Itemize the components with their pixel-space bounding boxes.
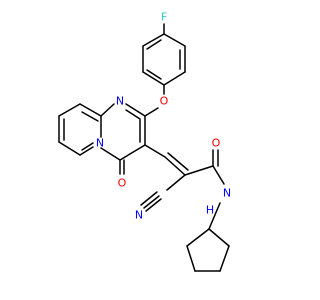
bond <box>186 228 210 247</box>
bond-lines <box>58 23 230 272</box>
bond <box>144 107 159 117</box>
bond <box>79 103 102 117</box>
bond <box>145 198 162 212</box>
bond <box>125 103 146 117</box>
nitrile-nitrogen-label: N <box>135 209 143 222</box>
carbonyl-oxygen-label: O <box>118 177 127 190</box>
atom-labels: F O N N O N O N H <box>96 11 231 222</box>
bond <box>81 111 99 122</box>
bond <box>100 147 121 161</box>
bond <box>164 156 186 176</box>
ring-nitrogen-top-label: N <box>116 95 124 108</box>
bond <box>58 141 81 156</box>
molecule-structure: F O N N O N O N H <box>58 11 231 272</box>
amide-nitrogen-label: N <box>223 187 231 200</box>
bond <box>163 33 186 47</box>
bond <box>146 69 162 80</box>
bond <box>208 228 230 247</box>
ether-oxygen-label: O <box>160 95 169 108</box>
bond <box>166 174 186 191</box>
bond <box>100 103 115 117</box>
fluorine-label: F <box>161 11 167 24</box>
bond <box>144 144 166 158</box>
bond <box>79 146 94 156</box>
bond <box>146 39 162 50</box>
bond <box>167 152 189 171</box>
bond <box>125 109 141 120</box>
bond <box>184 165 214 176</box>
bond <box>186 245 196 272</box>
bond <box>140 191 158 206</box>
bond <box>163 71 186 86</box>
bond <box>208 202 221 230</box>
bond <box>142 71 165 86</box>
bond <box>119 144 146 161</box>
bond <box>143 195 160 209</box>
bond <box>219 245 230 272</box>
bond <box>212 165 225 185</box>
bond <box>58 103 81 117</box>
ring-nitrogen-bridge-label: N <box>96 137 104 150</box>
bond <box>142 33 165 47</box>
amide-hydrogen-label: H <box>206 204 214 217</box>
amide-oxygen-label: O <box>212 137 221 150</box>
bond <box>81 142 94 151</box>
